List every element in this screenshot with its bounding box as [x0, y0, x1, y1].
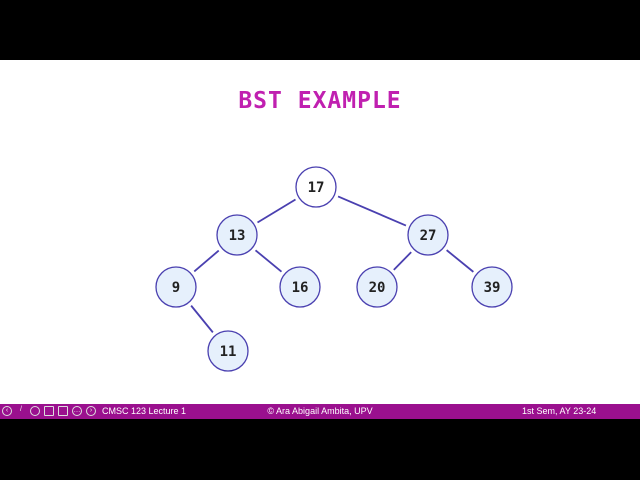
- tree-node: 39: [471, 266, 513, 308]
- node-value: 13: [229, 228, 246, 244]
- tree-node: 27: [407, 214, 449, 256]
- node-value: 39: [484, 280, 501, 296]
- tree-edge: [190, 305, 214, 333]
- node-circle: [207, 330, 249, 372]
- node-circle: [155, 266, 197, 308]
- footer-semester: 1st Sem, AY 23-24: [522, 406, 597, 416]
- zoom-icon[interactable]: [30, 406, 40, 416]
- node-circle: [471, 266, 513, 308]
- tree-edge: [254, 249, 283, 273]
- tree-node: 17: [295, 166, 337, 208]
- more-icon[interactable]: …: [72, 406, 82, 416]
- tree-node: 20: [356, 266, 398, 308]
- captions-icon[interactable]: [44, 406, 54, 416]
- node-circle: [356, 266, 398, 308]
- footer-author: © Ara Abigail Ambita, UPV: [267, 406, 373, 416]
- tree-node: 11: [207, 330, 249, 372]
- tree-edge: [193, 249, 220, 273]
- tree-node: 16: [279, 266, 321, 308]
- slide: [0, 60, 640, 404]
- pen-icon[interactable]: /: [20, 406, 22, 413]
- tree-edge: [446, 249, 474, 273]
- node-circle: [216, 214, 258, 256]
- footer-course: CMSC 123 Lecture 1: [102, 406, 187, 416]
- node-value: 20: [369, 280, 386, 296]
- tree-edge: [337, 195, 407, 227]
- node-circle: [279, 266, 321, 308]
- node-value: 17: [308, 180, 325, 196]
- node-circle: [407, 214, 449, 256]
- slide-title: BST EXAMPLE: [238, 88, 402, 114]
- tree-node: 9: [155, 266, 197, 308]
- footer-bar: ‹ / … › CMSC 123 Lecture 1 © Ara Abigail…: [0, 404, 640, 419]
- tree-edge: [393, 251, 412, 271]
- node-value: 11: [220, 344, 237, 360]
- forward-icon[interactable]: ›: [86, 406, 96, 416]
- tree-node: 13: [216, 214, 258, 256]
- node-circle: [295, 166, 337, 208]
- node-value: 27: [420, 228, 437, 244]
- tree-edge: [257, 198, 296, 224]
- node-value: 16: [292, 280, 309, 296]
- node-value: 9: [172, 280, 180, 296]
- slides-icon[interactable]: [58, 406, 68, 416]
- back-icon[interactable]: ‹: [2, 406, 12, 416]
